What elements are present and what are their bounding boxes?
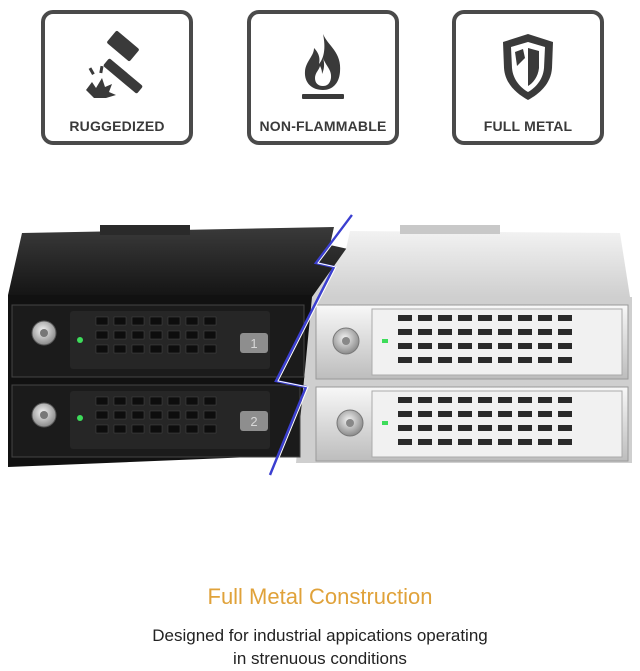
feature-label: FULL METAL (483, 118, 573, 134)
description-line-1: Designed for industrial appications oper… (152, 626, 488, 645)
black-tray-2: 2 (11, 384, 301, 458)
feature-label: NON-FLAMMABLE (259, 118, 387, 134)
description-line-2: in strenuous conditions (233, 649, 407, 668)
description: Designed for industrial appications oper… (0, 624, 640, 670)
headline: Full Metal Construction (207, 584, 433, 609)
feature-badge-non-flammable: NON-FLAMMABLE (247, 10, 399, 145)
bay-number: 1 (250, 336, 257, 351)
black-tray-1: 1 (11, 304, 305, 378)
feature-badge-full-metal: FULL METAL (452, 10, 604, 145)
flame-icon (302, 34, 344, 99)
drive-enclosure-image: 1 2 (8, 214, 632, 476)
hammer-icon (86, 31, 143, 98)
silver-tray-1 (315, 304, 629, 380)
feature-label: RUGGEDIZED (69, 118, 165, 134)
silver-tray-2 (315, 386, 629, 462)
feature-badge-ruggedized: RUGGEDIZED (41, 10, 193, 145)
shield-icon (503, 34, 553, 100)
feature-badges: RUGGEDIZED NON-FLAMMABLE FULL METAL (41, 10, 604, 145)
split-line (268, 214, 353, 476)
bay-number: 2 (250, 414, 257, 429)
